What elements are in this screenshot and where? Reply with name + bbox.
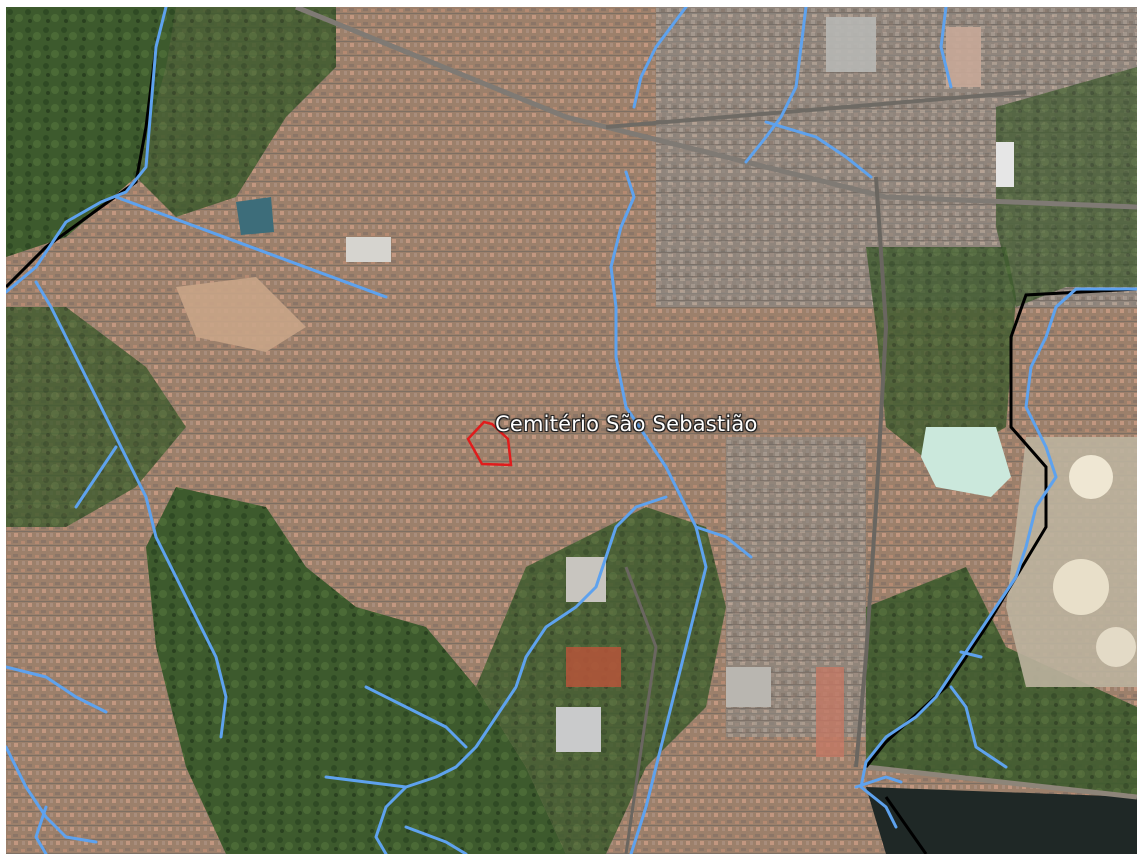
- road: [624, 566, 658, 854]
- map-canvas[interactable]: [6, 7, 1137, 854]
- highway: [295, 7, 1137, 210]
- tank: [1069, 455, 1113, 499]
- vegetation-far-east: [996, 67, 1137, 307]
- river: [364, 685, 468, 749]
- pond: [236, 197, 274, 235]
- river: [6, 745, 98, 844]
- river-network: [6, 7, 1137, 854]
- vegetation-northwest: [6, 7, 176, 257]
- tank: [1053, 559, 1109, 615]
- warehouse: [996, 142, 1014, 187]
- road: [605, 90, 1027, 129]
- bare-soil: [176, 277, 306, 352]
- river: [629, 525, 708, 854]
- water-bay: [866, 787, 1137, 854]
- river: [6, 665, 108, 714]
- warehouse: [346, 237, 391, 262]
- vegetation-southeast: [866, 567, 1137, 797]
- tank: [1096, 627, 1136, 667]
- river: [859, 287, 1137, 829]
- river: [6, 7, 168, 294]
- satellite-map[interactable]: Cemitério São Sebastião: [6, 7, 1137, 854]
- red-soil: [566, 647, 621, 687]
- river: [34, 805, 48, 854]
- placemark-label[interactable]: Cemitério São Sebastião: [495, 412, 758, 436]
- river: [694, 525, 753, 559]
- river: [74, 445, 118, 509]
- river: [34, 280, 228, 739]
- railway: [854, 176, 889, 768]
- cemetery-outline[interactable]: [466, 420, 513, 467]
- river: [324, 775, 408, 789]
- warehouse: [556, 707, 601, 752]
- river: [609, 170, 698, 529]
- vegetation-east: [866, 247, 1016, 467]
- warehouse: [826, 17, 876, 72]
- red-soil: [816, 667, 844, 757]
- river: [744, 7, 808, 164]
- river: [939, 7, 953, 89]
- river: [764, 120, 873, 179]
- boundary-line: [884, 796, 928, 854]
- vegetation-west: [6, 307, 186, 527]
- bridge: [865, 764, 1137, 800]
- river: [404, 825, 468, 854]
- river: [854, 775, 903, 789]
- bare-soil: [946, 27, 981, 87]
- river: [632, 7, 688, 109]
- river: [114, 195, 388, 299]
- river: [374, 495, 668, 854]
- river: [959, 650, 983, 659]
- warehouse: [726, 667, 771, 707]
- vegetation-north: [136, 7, 336, 217]
- river: [949, 685, 1008, 769]
- lagoon: [921, 427, 1011, 497]
